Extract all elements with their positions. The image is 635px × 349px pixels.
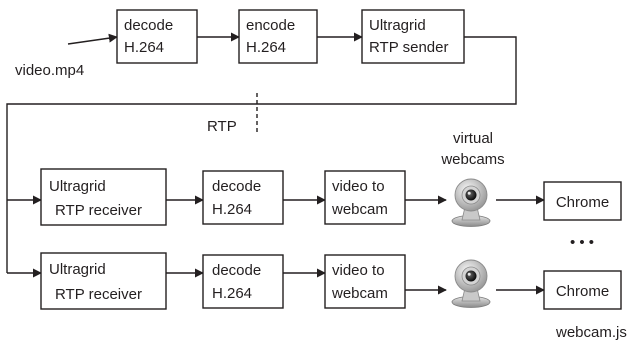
video-to-webcam-2-line2: webcam [331, 285, 388, 302]
rtp-sender-box: Ultragrid RTP sender [361, 9, 465, 64]
rtp-receiver-1-line1: Ultragrid [49, 178, 106, 195]
chrome-box-2: Chrome [543, 270, 622, 310]
chrome-1-label: Chrome [556, 194, 609, 211]
source-decode-line1: decode [124, 17, 173, 34]
video-to-webcam-1-line1: video to [332, 178, 385, 195]
source-encode-line2: H.264 [246, 39, 286, 56]
chrome-box-1: Chrome [543, 181, 622, 221]
connectors [6, 32, 545, 295]
webcam-icon [451, 259, 491, 308]
video-to-webcam-1-line2: webcam [331, 201, 388, 218]
decode-2-line1: decode [212, 262, 261, 279]
decode-2-line2: H.264 [212, 285, 252, 302]
rtp-receiver-box-1: Ultragrid RTP receiver [40, 168, 167, 226]
decode-box-2: decode H.264 [202, 254, 284, 309]
rtp-receiver-1-line2: RTP receiver [55, 202, 142, 219]
rtp-sender-line1: Ultragrid [369, 17, 426, 34]
source-decode-line2: H.264 [124, 39, 164, 56]
source-encode-box: encode H.264 [238, 9, 318, 64]
virtual-webcams-label-line2: webcams [440, 151, 504, 168]
decode-1-line1: decode [212, 178, 261, 195]
rtp-network-link [6, 36, 517, 273]
more-browsers-ellipsis: • • • [570, 234, 594, 251]
input-file-label: video.mp4 [15, 62, 84, 79]
chrome-2-label: Chrome [556, 283, 609, 300]
virtual-webcams-label-line1: virtual [453, 130, 493, 147]
arrow-input-to-decode [67, 33, 118, 45]
rtp-receiver-2-line1: Ultragrid [49, 261, 106, 278]
rtp-receiver-2-line2: RTP receiver [55, 286, 142, 303]
video-to-webcam-box-1: video to webcam [324, 170, 406, 225]
webcam-icon [451, 178, 491, 227]
rtp-receiver-box-2: Ultragrid RTP receiver [40, 252, 167, 310]
source-decode-box: decode H.264 [116, 9, 198, 64]
decode-1-line2: H.264 [212, 201, 252, 218]
rtp-label: RTP [207, 118, 237, 135]
video-to-webcam-box-2: video to webcam [324, 254, 406, 309]
source-encode-line1: encode [246, 17, 295, 34]
rtp-sender-line2: RTP sender [369, 39, 449, 56]
video-to-webcam-2-line1: video to [332, 262, 385, 279]
decode-box-1: decode H.264 [202, 170, 284, 225]
webcam-js-label: webcam.js [555, 324, 627, 341]
